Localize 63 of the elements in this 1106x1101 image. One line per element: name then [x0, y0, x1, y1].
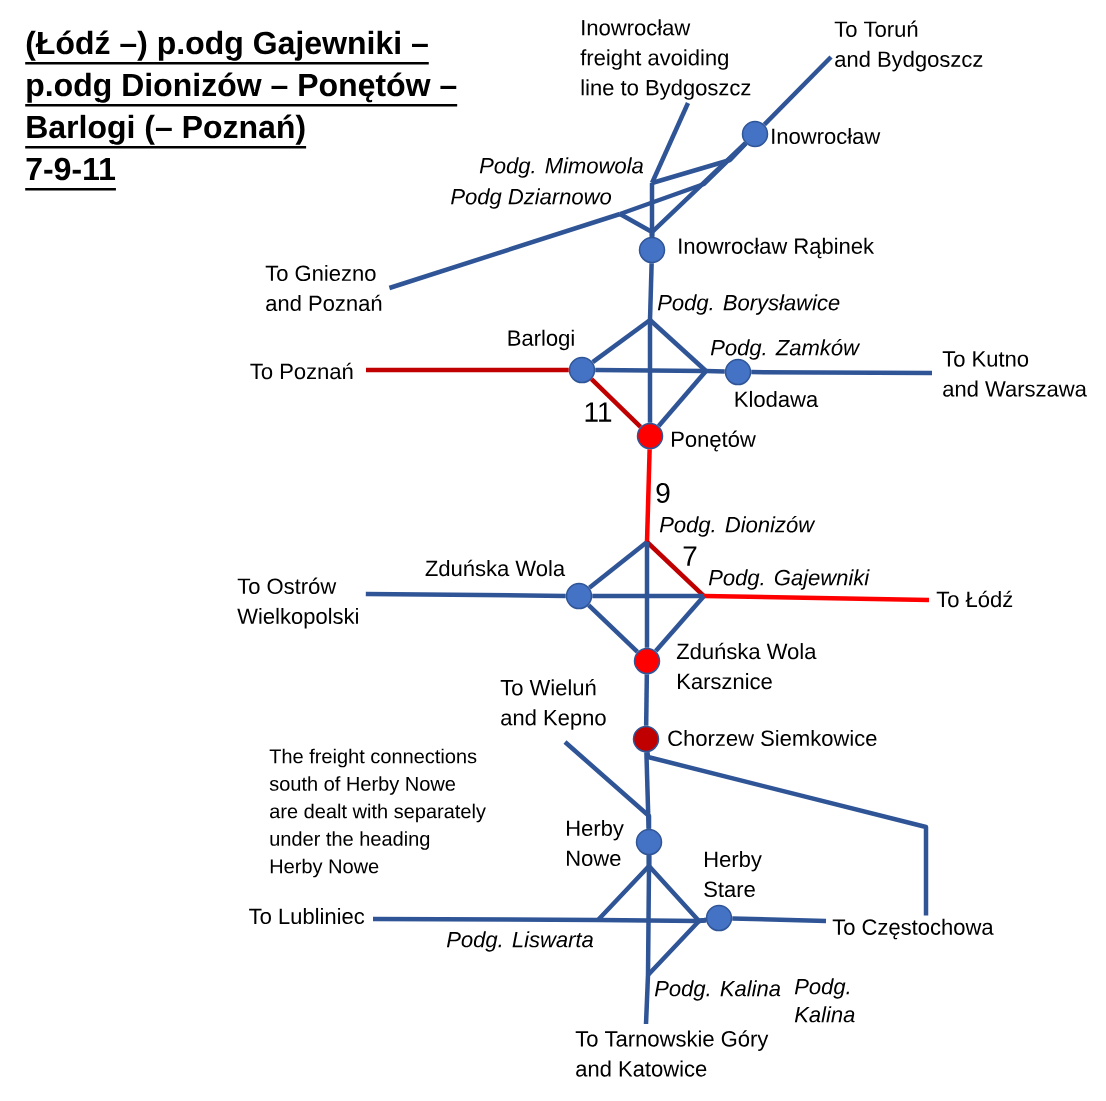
destination-label: To Kutno and Warszawa: [942, 351, 1087, 397]
track-line: [705, 368, 725, 374]
station-label: Zduńska Wola Karsznice: [676, 642, 817, 690]
note: The freight connections south of Herby Nowe are dealt with separately under the heading Herby Nowe: [269, 748, 486, 878]
track-line: [619, 141, 748, 217]
track-line: [373, 916, 598, 923]
station-label: Herby Nowe: [567, 819, 624, 867]
track-line: [589, 377, 643, 429]
junction-label: Podg. Kalina: [654, 980, 781, 1001]
track-line: [703, 593, 930, 603]
track-line: [751, 369, 933, 376]
junction-label: Podg. Kalina: [794, 978, 855, 1023]
station-label: Chorzew Siemkowice: [668, 729, 877, 747]
track-line: [647, 263, 654, 321]
station-label: Barlogi: [508, 329, 574, 351]
junction-label: Podg. Borysławice: [657, 294, 840, 315]
station-label: Herby Stare: [704, 850, 762, 898]
subtitle: 7-9-11: [25, 157, 116, 191]
junction-label: Podg. Liswarta: [446, 931, 593, 952]
track-line: [366, 367, 569, 373]
track-line: [644, 449, 652, 543]
destination-label: To Ostrów Wielkopolski: [237, 577, 358, 629]
track-line: [587, 603, 639, 654]
track-line: [365, 591, 566, 599]
track-line: [732, 916, 827, 924]
track-line: [649, 102, 691, 184]
track-line: [654, 594, 706, 653]
destination-label: To Tarnowskie Góry and Katowice: [575, 1030, 769, 1077]
station-label: Inowrocław: [772, 127, 881, 145]
destination-label: Inowrocław freight avoiding line to Bydgoszcz: [580, 19, 751, 100]
destination-label: To Częstochowa: [832, 918, 994, 940]
track-line: [592, 593, 704, 599]
station-label: Zduńska Wola: [425, 559, 566, 577]
track-line: [618, 212, 655, 237]
junction-label: Podg. Mimowola: [479, 157, 643, 178]
track-line: [644, 752, 651, 829]
junction-label: Podg Dziarnowo: [451, 188, 612, 209]
destination-label: To Wieluń and Kepno: [500, 679, 606, 730]
track-line: [563, 740, 652, 829]
edge-label: 9: [656, 483, 670, 503]
track-line: [643, 974, 651, 1025]
track-line: [388, 211, 621, 291]
track-line: [643, 674, 650, 726]
track-line: [762, 55, 833, 127]
track-line: [644, 542, 650, 648]
title: (Łódź –) p.odg Gajewniki – p.odg Dionizów – Ponętów – Barlogi (– Poznań): [25, 30, 458, 149]
station-label: Inowrocław Rąbinek: [679, 237, 875, 259]
track-line: [588, 540, 649, 590]
station-label: Klodawa: [735, 390, 819, 408]
track-line: [651, 142, 748, 186]
track-line: [647, 320, 653, 423]
junction-label: Podg. Dionizów: [659, 516, 816, 537]
destination-label: To Poznań: [250, 362, 353, 380]
destination-label: To Łódź: [936, 590, 1013, 608]
destination-label: To Gniezno and Poznań: [265, 264, 382, 312]
junction-label: Podg. Zamków: [710, 339, 861, 360]
track-line: [645, 855, 652, 976]
destination-label: To Toruń and Bydgoszcz: [834, 20, 983, 72]
edge-label: 7: [683, 546, 697, 566]
destination-label: To Lubliniec: [249, 907, 365, 925]
edge-label: 11: [585, 402, 612, 422]
station-label: Ponętów: [672, 430, 756, 452]
junction-label: Podg. Gajewniki: [708, 569, 870, 590]
